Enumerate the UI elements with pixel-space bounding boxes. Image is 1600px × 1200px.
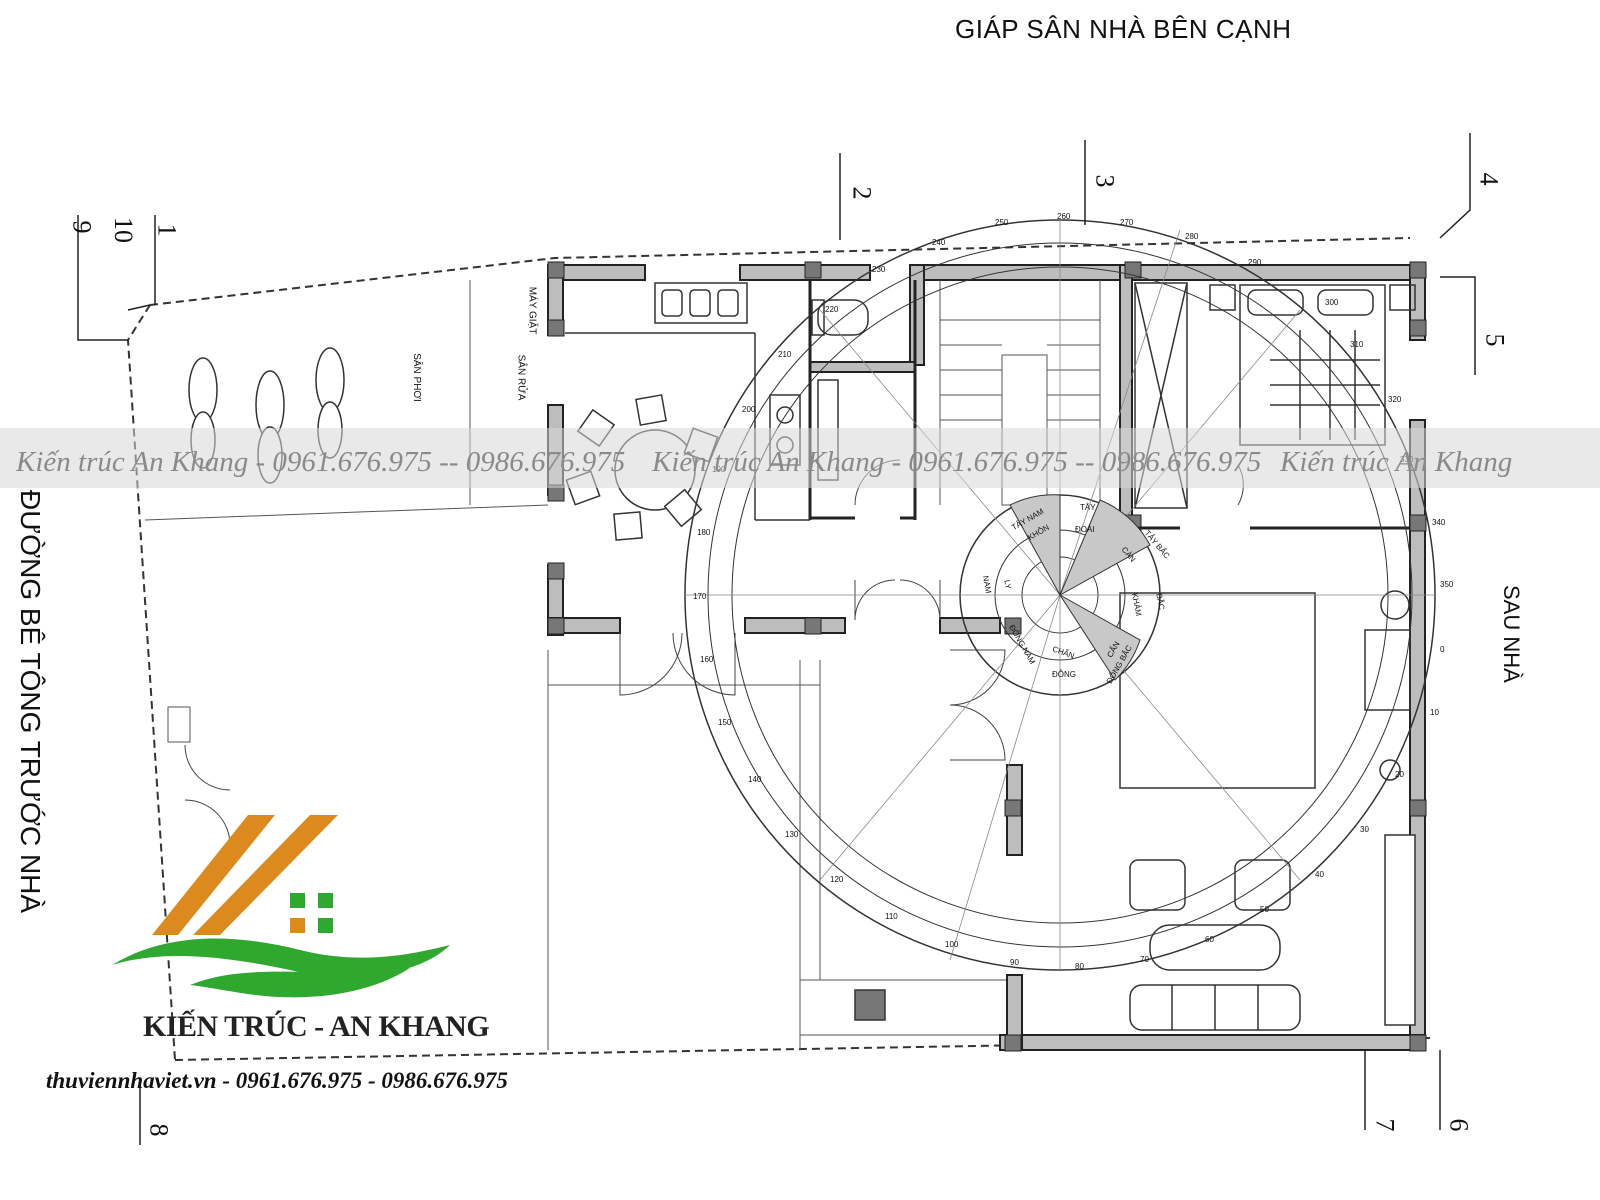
deg-180: 180 <box>697 528 711 537</box>
compass-highlight <box>1009 494 1151 681</box>
room-laundry: MÁY GIẶT <box>526 286 538 335</box>
deg-40: 40 <box>1315 870 1324 879</box>
logo-brand: KIẾN TRÚC - AN KHANG <box>143 1010 490 1043</box>
yard-lines <box>144 280 1010 1050</box>
watermark-text-1: Kiến trúc An Khang - 0961.676.975 -- 098… <box>16 446 626 478</box>
deg-320: 320 <box>1388 395 1402 404</box>
grid-axis-lines <box>77 133 1476 1145</box>
deg-30: 30 <box>1360 825 1369 834</box>
grid-axis-9: 9 <box>67 220 97 234</box>
deg-260: 260 <box>1057 212 1071 221</box>
deg-10: 10 <box>1430 708 1439 717</box>
road-label: ĐƯỜNG BÊ TÔNG TRƯỚC NHÀ <box>15 490 46 914</box>
deg-300: 300 <box>1325 298 1339 307</box>
bedroom-furniture <box>1119 284 1416 789</box>
columns <box>547 261 1427 1052</box>
deg-290: 290 <box>1248 258 1262 267</box>
room-drying-yard: SÂN PHƠI <box>410 353 422 402</box>
back-label: SAU NHÀ <box>1499 585 1524 683</box>
grid-axis-1: 1 <box>152 223 182 237</box>
deg-340: 340 <box>1432 518 1446 527</box>
deg-230: 230 <box>872 265 886 274</box>
watermark-text-2: Kiến trúc An Khang - 0961.676.975 -- 098… <box>652 446 1262 478</box>
grid-axis-8: 8 <box>144 1123 174 1137</box>
deg-130: 130 <box>785 830 799 839</box>
room-washing-yard: SÂN RỬA <box>515 354 527 401</box>
deg-170: 170 <box>693 592 707 601</box>
logo-mark <box>112 815 450 998</box>
deg-240: 240 <box>932 238 946 247</box>
deg-200: 200 <box>742 405 756 414</box>
logo-contact: thuviennhaviet.vn - 0961.676.975 - 0986.… <box>46 1068 508 1093</box>
fs-sector-ly: LY <box>1002 579 1013 590</box>
deg-20: 20 <box>1395 770 1404 779</box>
grid-axis-10: 10 <box>109 217 138 243</box>
deg-310: 310 <box>1350 340 1364 349</box>
deg-50: 50 <box>1260 905 1269 914</box>
deg-60: 60 <box>1205 935 1214 944</box>
deg-80: 80 <box>1075 962 1084 971</box>
watermark-text-3: Kiến trúc An Khang <box>1280 446 1513 478</box>
door-swings <box>184 459 1244 846</box>
grid-axis-3: 3 <box>1090 174 1120 188</box>
deg-120: 120 <box>830 875 844 884</box>
grid-axis-5: 5 <box>1480 333 1510 347</box>
deg-350: 350 <box>1440 580 1454 589</box>
deg-250: 250 <box>995 218 1009 227</box>
walls <box>547 264 1426 1051</box>
partitions <box>808 280 1410 530</box>
deg-210: 210 <box>778 350 792 359</box>
deg-150: 150 <box>718 718 732 727</box>
deg-280: 280 <box>1185 232 1199 241</box>
grid-axis-4: 4 <box>1474 172 1504 186</box>
watermark-band <box>0 428 1600 488</box>
deg-70: 70 <box>1140 955 1149 964</box>
top-boundary-label: GIÁP SÂN NHÀ BÊN CẠNH <box>955 14 1292 44</box>
deg-90: 90 <box>1010 958 1019 967</box>
living-furniture <box>854 834 1416 1031</box>
grid-axis-7: 7 <box>1370 1118 1400 1132</box>
deg-270: 270 <box>1120 218 1134 227</box>
fs-sector-doai: ĐOÀI <box>1075 525 1095 534</box>
deg-110: 110 <box>885 912 898 921</box>
deg-160: 160 <box>700 655 714 664</box>
deg-220: 220 <box>825 305 839 314</box>
deg-140: 140 <box>748 775 762 784</box>
kitchen-counter <box>565 282 810 521</box>
deg-0: 0 <box>1440 645 1445 654</box>
deg-100: 100 <box>945 940 959 949</box>
grid-axis-6: 6 <box>1444 1118 1474 1132</box>
grid-axis-2: 2 <box>847 186 877 200</box>
fs-sector-dong: ĐÔNG <box>1052 670 1076 679</box>
fs-sector-tay: TÂY <box>1080 503 1096 512</box>
